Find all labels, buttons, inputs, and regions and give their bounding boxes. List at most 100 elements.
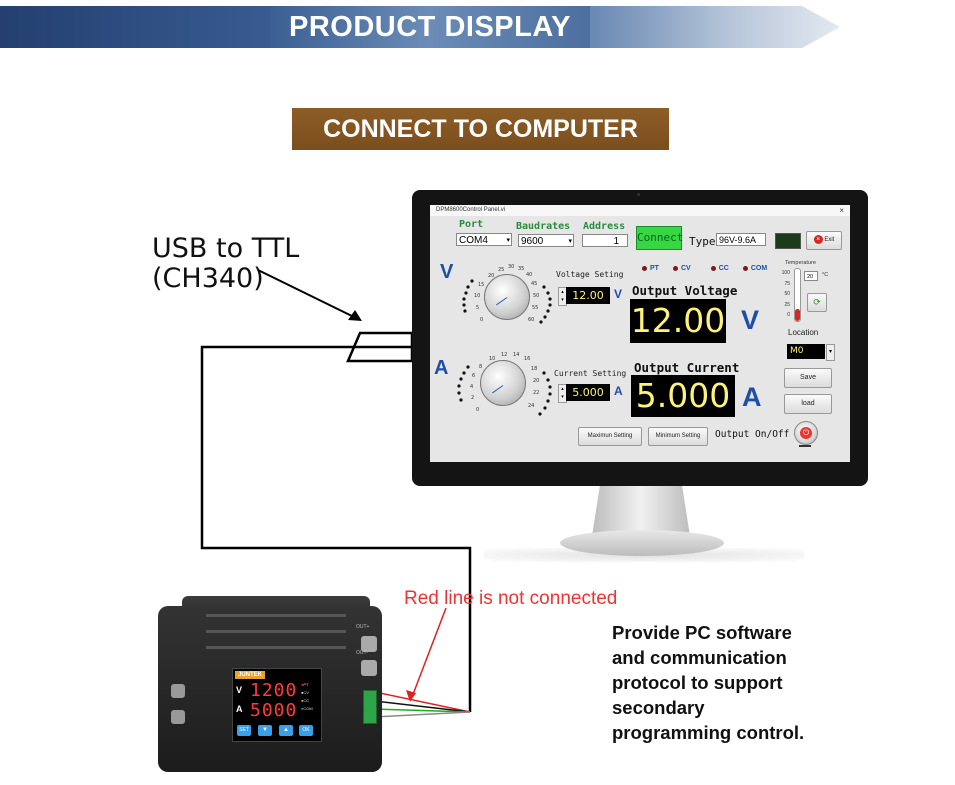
address-stepper[interactable]: 1: [582, 234, 628, 247]
window-close-icon[interactable]: ×: [839, 206, 844, 215]
port-value: COM4: [459, 235, 488, 246]
svg-text:24: 24: [528, 403, 534, 409]
location-label: Location: [788, 328, 819, 337]
baud-select[interactable]: 9600 ▾: [518, 234, 574, 247]
voltage-setting-field[interactable]: 12.00: [566, 287, 610, 304]
device-current-readout: 5000: [250, 700, 298, 721]
type-label: Type: [689, 235, 716, 248]
description-line: protocol to support: [612, 672, 783, 693]
mounting-screw-icon: [171, 710, 185, 724]
svg-text:25: 25: [498, 267, 504, 273]
indicator-cv: CV: [672, 265, 691, 272]
indicator-pt: PT: [642, 265, 659, 272]
voltage-setting-label: Voltage Seting: [556, 270, 624, 279]
output-power-button[interactable]: ⏻: [794, 421, 818, 445]
red-wire: [374, 691, 471, 713]
mounting-screw-icon: [171, 684, 185, 698]
current-symbol: A: [434, 357, 449, 379]
status-indicators: PT CV CC COM: [642, 265, 767, 272]
output-terminal-screw-icon: [361, 636, 377, 652]
control-panel-window: DPM8600Control Panel.vi × Port COM4 ▾ Ba…: [430, 205, 850, 462]
webcam-icon: [637, 193, 640, 196]
svg-text:15: 15: [478, 282, 484, 288]
svg-text:0: 0: [476, 407, 479, 413]
output-voltage-unit: V: [741, 305, 760, 335]
temperature-unit: °C: [822, 272, 829, 278]
svg-text:60: 60: [528, 317, 534, 323]
header-banner-right: [570, 6, 840, 48]
refresh-icon[interactable]: ⟳: [807, 293, 827, 312]
connect-button[interactable]: Connect: [636, 226, 683, 250]
device-indicator-pt: ●PT: [301, 682, 309, 687]
maximum-setting-button[interactable]: Maximun Setting: [578, 427, 642, 446]
location-select[interactable]: M0: [787, 344, 825, 359]
thermometer-fill: [795, 309, 800, 321]
voltage-setting-unit: V: [614, 287, 623, 301]
cable-label-line1: USB to TTL: [152, 233, 300, 264]
device-vent: [206, 630, 346, 633]
output-voltage-display: 12.00: [630, 299, 726, 343]
header-banner-center: [270, 6, 590, 48]
window-titlebar: DPM8600Control Panel.vi ×: [430, 205, 850, 216]
indicator-cc: CC: [710, 265, 729, 272]
chevron-down-icon: ▾: [506, 237, 510, 244]
current-setting-label: Current Setting: [554, 369, 627, 378]
section-title: CONNECT TO COMPUTER: [292, 108, 669, 150]
svg-text:10: 10: [474, 293, 480, 299]
save-button[interactable]: Save: [784, 368, 832, 388]
address-value: 1: [613, 236, 619, 247]
device-v-symbol: V: [236, 685, 243, 695]
device-ok-button[interactable]: OK: [299, 725, 313, 736]
exit-button[interactable]: × Exit: [806, 231, 842, 250]
svg-text:8: 8: [479, 364, 482, 370]
current-dial-scale: 0 2 4 6 8 10 12 14 16 18 20 22 24: [457, 352, 552, 416]
cable-label-line2: (CH340): [152, 263, 264, 294]
chevron-down-icon[interactable]: ▾: [826, 344, 835, 361]
temperature-value: 20: [804, 271, 818, 281]
minimum-setting-button[interactable]: Minimum Setting: [648, 427, 708, 446]
power-indicator-bar: [799, 445, 811, 447]
svg-text:45: 45: [531, 281, 537, 287]
output-onoff-label: Output On/Off: [715, 429, 790, 440]
svg-text:14: 14: [513, 352, 519, 358]
voltage-knob[interactable]: [484, 274, 530, 320]
page-title: PRODUCT DISPLAY: [289, 11, 571, 43]
exit-label: Exit: [824, 237, 835, 243]
svg-text:22: 22: [533, 390, 539, 396]
led-icon: [742, 266, 748, 271]
description-line: programming control.: [612, 722, 805, 743]
device-up-arrow-icon[interactable]: ▲: [279, 725, 293, 736]
output-terminal-screw-icon: [361, 660, 377, 676]
load-button[interactable]: load: [784, 394, 832, 414]
current-knob[interactable]: [480, 360, 526, 406]
led-icon: [710, 266, 716, 271]
device-down-arrow-icon[interactable]: ▼: [258, 725, 272, 736]
voltage-dial-scale: 0 5 10 15 20 25 30 35 40 45 50 55 60: [462, 264, 552, 324]
current-knob-pointer: [492, 385, 504, 394]
voltage-knob-pointer: [496, 297, 508, 306]
current-setting-unit: A: [614, 384, 623, 398]
device-a-symbol: A: [236, 704, 243, 714]
port-select[interactable]: COM4 ▾: [456, 233, 512, 246]
description-line: and communication: [612, 647, 787, 668]
address-label: Address: [583, 221, 626, 232]
chevron-down-icon: ▾: [568, 238, 572, 245]
status-display: [775, 233, 801, 249]
current-setting-field[interactable]: 5.000: [566, 384, 610, 401]
svg-text:40: 40: [526, 272, 532, 278]
out-minus-label: OUT-: [356, 650, 368, 656]
label-pointer-line: [257, 269, 357, 319]
device-vent: [206, 646, 346, 649]
device-brand-logo: JUNTEK: [235, 671, 266, 679]
svg-text:55: 55: [532, 305, 538, 311]
led-icon: [672, 266, 678, 271]
device-set-button[interactable]: SET: [237, 725, 251, 736]
svg-text:16: 16: [524, 356, 530, 362]
device-indicator-cv: ●CV: [301, 690, 309, 695]
white-wire: [374, 711, 471, 718]
svg-text:4: 4: [470, 384, 473, 390]
device-indicator-cc: ●CC: [301, 698, 310, 703]
svg-text:5: 5: [476, 305, 479, 311]
description-text: Provide PC software and communication pr…: [612, 620, 852, 745]
